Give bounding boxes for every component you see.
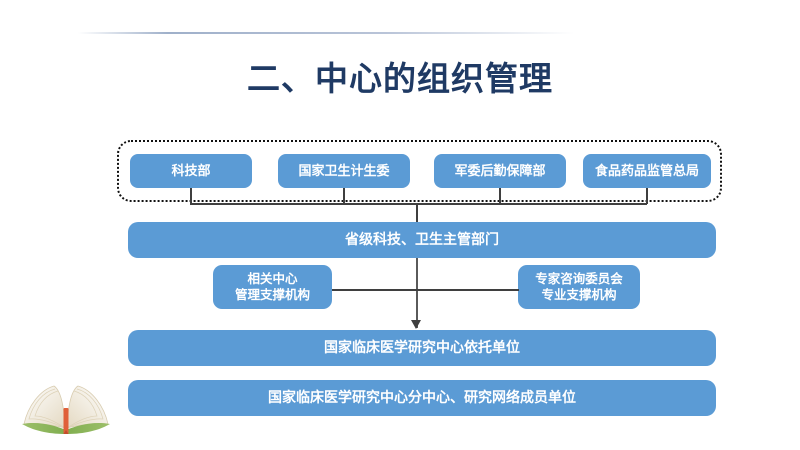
org-node-ministry-science-technology[interactable]: 科技部 bbox=[130, 154, 252, 188]
org-node-cmc-logistics-support-department[interactable]: 军委后勤保障部 bbox=[434, 154, 566, 188]
page-title: 二、中心的组织管理 bbox=[247, 60, 553, 97]
org-node-provincial-authority[interactable]: 省级科技、卫生主管部门 bbox=[128, 222, 716, 258]
org-node-expert-advisory-committee-professional-support[interactable]: 专家咨询委员会 专业支撑机构 bbox=[518, 265, 640, 309]
support-right-line1: 专家咨询委员会 bbox=[535, 272, 623, 286]
open-book-icon bbox=[22, 385, 110, 434]
connector-stub-ministry-3 bbox=[499, 188, 501, 204]
org-node-food-drug-administration[interactable]: 食品药品监管总局 bbox=[583, 154, 711, 188]
org-node-related-center-management-support[interactable]: 相关中心 管理支撑机构 bbox=[213, 265, 332, 309]
connector-provincial-to-host bbox=[416, 258, 418, 328]
ministries-group-frame bbox=[117, 140, 722, 202]
connector-left-support-to-trunk bbox=[332, 289, 417, 291]
header-divider-line bbox=[78, 32, 574, 34]
org-node-host-unit[interactable]: 国家临床医学研究中心依托单位 bbox=[128, 330, 716, 366]
support-right-line2: 专业支撑机构 bbox=[541, 288, 617, 302]
connector-arrowhead-icon bbox=[411, 320, 421, 329]
support-left-line2: 管理支撑机构 bbox=[234, 288, 310, 302]
org-node-national-health-family-planning-commission[interactable]: 国家卫生计生委 bbox=[278, 154, 410, 188]
connector-stub-ministry-2 bbox=[343, 188, 345, 204]
connector-ministries-bus bbox=[190, 203, 647, 205]
support-left-line1: 相关中心 bbox=[247, 272, 298, 286]
org-node-network-member-units[interactable]: 国家临床医学研究中心分中心、研究网络成员单位 bbox=[128, 380, 716, 416]
connector-bus-to-provincial bbox=[416, 203, 418, 223]
connector-stub-ministry-1 bbox=[190, 188, 192, 204]
connector-trunk-to-right-support bbox=[416, 289, 519, 291]
connector-stub-ministry-4 bbox=[646, 188, 648, 204]
